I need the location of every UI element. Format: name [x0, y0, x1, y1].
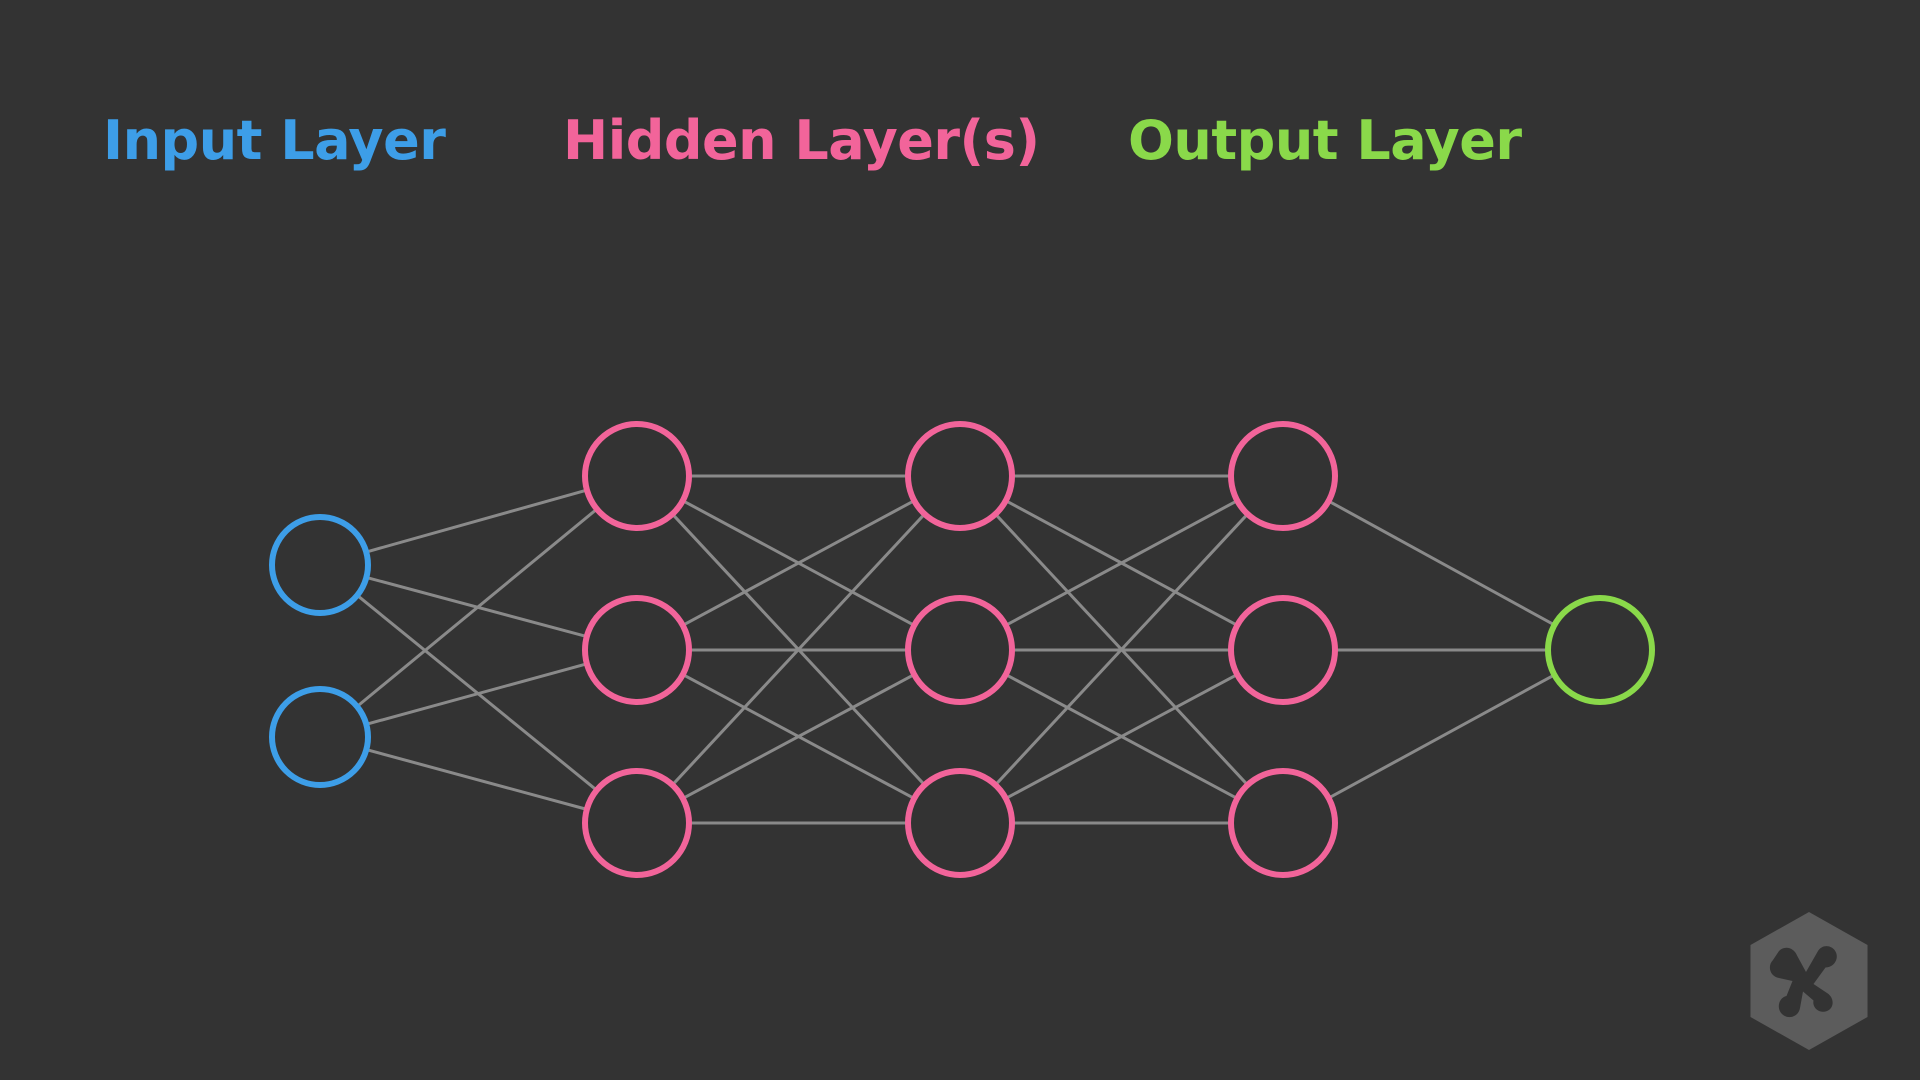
node-hidden-3-3[interactable] [1228, 768, 1338, 878]
connection-edge [356, 507, 598, 708]
input-layer-label: Input Layer [103, 109, 446, 172]
connection-edge [671, 513, 926, 786]
node-hidden-1-1[interactable] [582, 421, 692, 531]
node-output-1[interactable] [1545, 595, 1655, 705]
hexagon-neuron-logo-icon [1750, 912, 1868, 1050]
connection-edge [1327, 499, 1556, 627]
connection-edge [1005, 673, 1238, 800]
node-hidden-1-2[interactable] [582, 595, 692, 705]
node-hidden-3-2[interactable] [1228, 595, 1338, 705]
connection-edge [365, 488, 588, 554]
node-hidden-2-3[interactable] [905, 768, 1015, 878]
connection-edge [1005, 499, 1238, 627]
output-layer-label: Output Layer [1128, 109, 1522, 172]
connection-edge [365, 662, 588, 726]
connection-edge [365, 748, 588, 811]
connection-edge [994, 513, 1249, 786]
nodes-group [269, 421, 1655, 878]
hidden-layer-label: Hidden Layer(s) [563, 109, 1040, 172]
connection-edge [1327, 673, 1556, 800]
node-input-1[interactable] [269, 514, 371, 616]
connection-edge [682, 673, 915, 800]
node-hidden-3-1[interactable] [1228, 421, 1338, 531]
node-hidden-2-2[interactable] [905, 595, 1015, 705]
watermark-neuron-glyph [1769, 946, 1837, 1018]
connection-edge [682, 499, 915, 627]
node-hidden-2-1[interactable] [905, 421, 1015, 531]
connections-group [356, 474, 1556, 825]
node-hidden-1-3[interactable] [582, 768, 692, 878]
node-input-2[interactable] [269, 686, 371, 788]
